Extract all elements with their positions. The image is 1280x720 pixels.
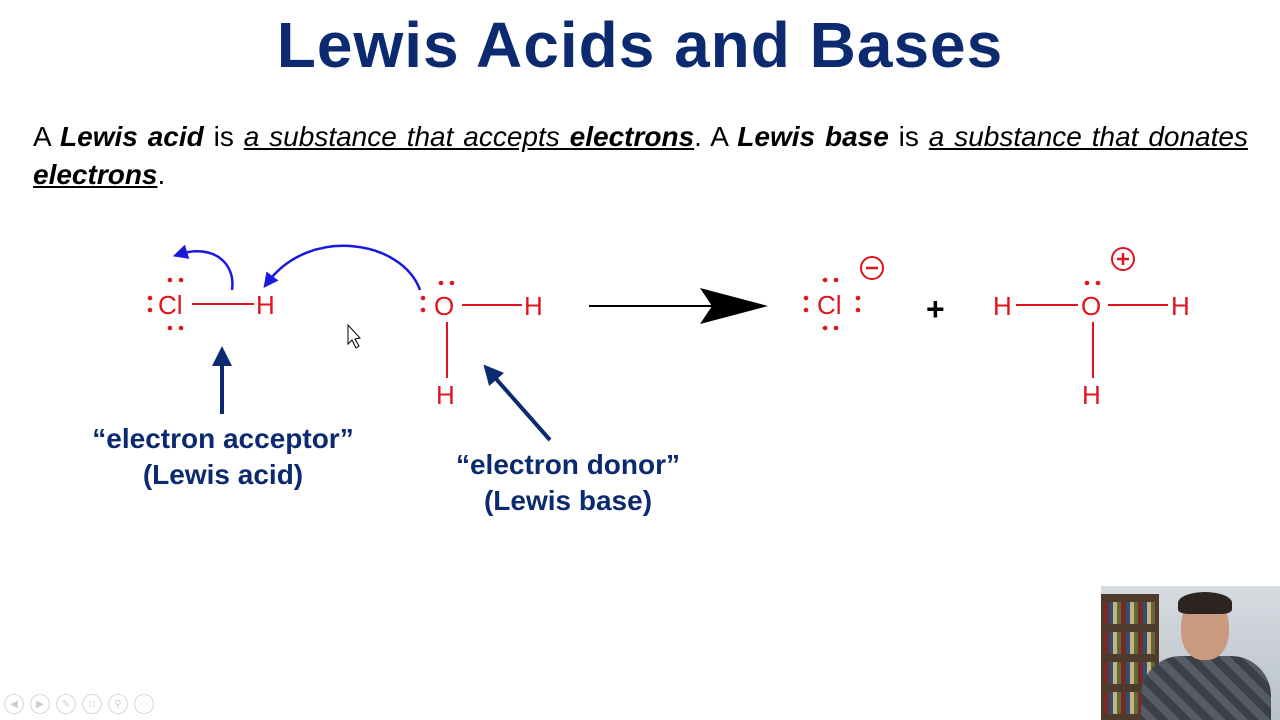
phrase-accepts-text: a substance that accepts bbox=[243, 121, 570, 152]
acceptor-label-line2: (Lewis acid) bbox=[142, 459, 304, 490]
phrase-accepts: a substance that accepts electrons bbox=[244, 121, 694, 152]
phrase-donates-text: a substance that donates bbox=[928, 121, 1248, 152]
chloride-ion: Cl bbox=[803, 256, 884, 331]
acceptor-label-line1: “electron acceptor” bbox=[92, 423, 354, 454]
curved-arrow-o-to-h bbox=[263, 244, 422, 291]
more-icon[interactable]: ⋯ bbox=[134, 694, 154, 714]
mouse-pointer-icon bbox=[347, 323, 361, 349]
negative-charge-icon bbox=[860, 256, 884, 280]
plus-sign: + bbox=[926, 291, 945, 327]
prev-icon[interactable]: ◀ bbox=[4, 694, 24, 714]
slides-icon[interactable]: □ bbox=[82, 694, 102, 714]
pen-icon[interactable]: ✎ bbox=[56, 694, 76, 714]
def-text-3: . A bbox=[694, 121, 738, 152]
hcl-molecule: Cl H bbox=[147, 277, 275, 331]
def-text-1: A bbox=[33, 121, 61, 152]
zoom-icon[interactable]: ⚲ bbox=[108, 694, 128, 714]
presenter-webcam bbox=[1101, 586, 1280, 720]
atom-h-right-product: H bbox=[1171, 291, 1190, 321]
def-text-5: . bbox=[157, 159, 166, 190]
donor-label-line2: (Lewis base) bbox=[483, 485, 653, 516]
atom-o-product: O bbox=[1081, 291, 1101, 321]
slide-title: Lewis Acids and Bases bbox=[276, 9, 1004, 81]
donor-label-line1: “electron donor” bbox=[455, 449, 680, 480]
hydronium-ion: H O H H bbox=[993, 247, 1190, 410]
next-icon[interactable]: ▶ bbox=[30, 694, 50, 714]
atom-h-bottom: H bbox=[436, 380, 455, 410]
curved-arrow-bond-to-cl bbox=[172, 244, 234, 291]
presenter-body bbox=[1141, 656, 1271, 720]
presenter-hair bbox=[1178, 592, 1232, 614]
atom-cl-product: Cl bbox=[817, 290, 842, 320]
phrase-donates-electrons: electrons bbox=[33, 159, 158, 190]
definition-text: A Lewis acid is a substance that accepts… bbox=[33, 118, 1248, 194]
water-molecule: O H H bbox=[420, 280, 543, 410]
reaction-arrow bbox=[589, 288, 768, 324]
atom-h: H bbox=[256, 290, 275, 320]
acceptor-label: “electron acceptor” (Lewis acid) bbox=[62, 421, 384, 493]
phrase-accepts-electrons: electrons bbox=[569, 121, 695, 152]
def-text-2: is bbox=[203, 121, 244, 152]
atom-o: O bbox=[434, 291, 454, 321]
term-lewis-base: Lewis base bbox=[737, 121, 889, 152]
positive-charge-icon bbox=[1111, 247, 1135, 271]
atom-h-right: H bbox=[524, 291, 543, 321]
slideshow-controls: ◀ ▶ ✎ □ ⚲ ⋯ bbox=[4, 694, 154, 714]
donor-pointer-arrow bbox=[483, 364, 552, 442]
term-lewis-acid: Lewis acid bbox=[60, 121, 204, 152]
phrase-donates: a substance that donates electrons bbox=[33, 121, 1248, 190]
atom-h-bottom-product: H bbox=[1082, 380, 1101, 410]
atom-cl: Cl bbox=[158, 290, 183, 320]
donor-label: “electron donor” (Lewis base) bbox=[420, 447, 716, 519]
atom-h-left-product: H bbox=[993, 291, 1012, 321]
def-text-4: is bbox=[888, 121, 929, 152]
